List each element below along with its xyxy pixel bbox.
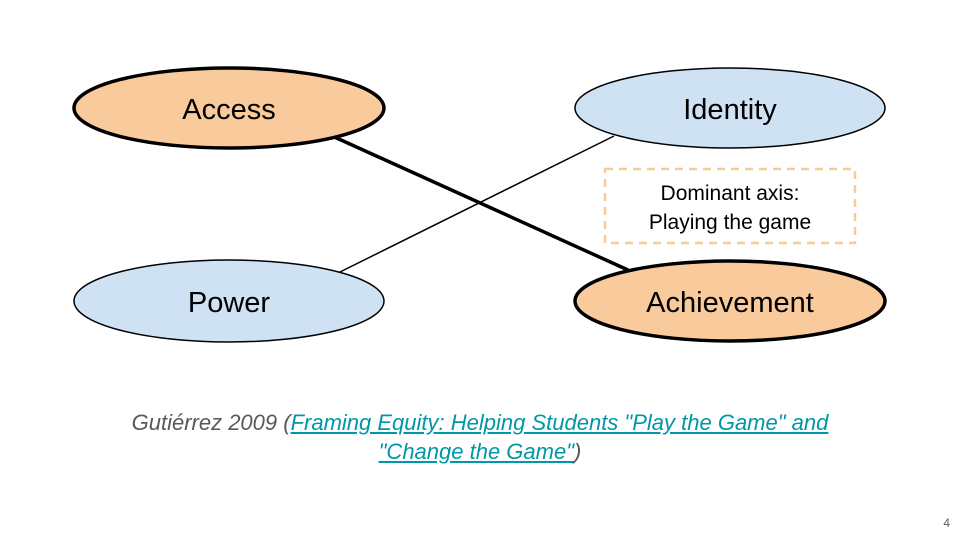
citation: Gutiérrez 2009 (Framing Equity: Helping … bbox=[130, 408, 830, 466]
node-identity-shape bbox=[574, 67, 886, 149]
citation-link[interactable]: Framing Equity: Helping Students "Play t… bbox=[290, 410, 829, 464]
node-power-label: Power bbox=[188, 287, 271, 319]
slide-number: 4 bbox=[943, 516, 950, 530]
citation-prefix: Gutiérrez 2009 ( bbox=[131, 410, 291, 435]
callout-dominant-axis: Dominant axis: Playing the game bbox=[603, 167, 857, 245]
callout-line-1: Dominant axis: bbox=[661, 182, 800, 205]
callout-line-2: Playing the game bbox=[649, 211, 811, 234]
node-identity: Identity bbox=[574, 67, 886, 149]
node-power-shape bbox=[73, 259, 385, 343]
edge-power-identity bbox=[339, 135, 615, 273]
node-power: Power bbox=[73, 259, 385, 343]
node-achievement-label: Achievement bbox=[646, 287, 814, 319]
node-access-shape bbox=[72, 66, 386, 150]
node-access: Access bbox=[72, 66, 386, 150]
citation-suffix: ) bbox=[574, 439, 582, 464]
node-access-label: Access bbox=[182, 94, 275, 126]
callout-box bbox=[603, 167, 857, 245]
node-achievement: Achievement bbox=[573, 259, 887, 343]
node-achievement-shape bbox=[573, 259, 887, 343]
node-identity-label: Identity bbox=[683, 94, 777, 126]
equity-diagram: Access Identity Power Achievement Domina… bbox=[72, 66, 887, 343]
